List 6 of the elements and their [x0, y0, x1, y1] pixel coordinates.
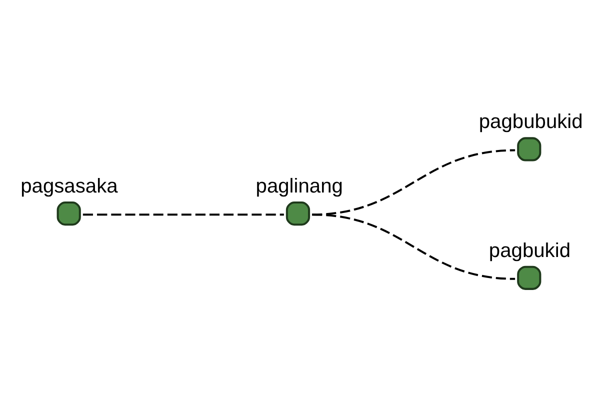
connector [82, 213, 284, 216]
node-label: pagbubukid [478, 110, 583, 133]
connector [312, 213, 516, 280]
node-label: pagsasaka [20, 174, 118, 197]
node-label: paglinang [256, 174, 343, 197]
node-label: pagbukid [488, 239, 570, 262]
